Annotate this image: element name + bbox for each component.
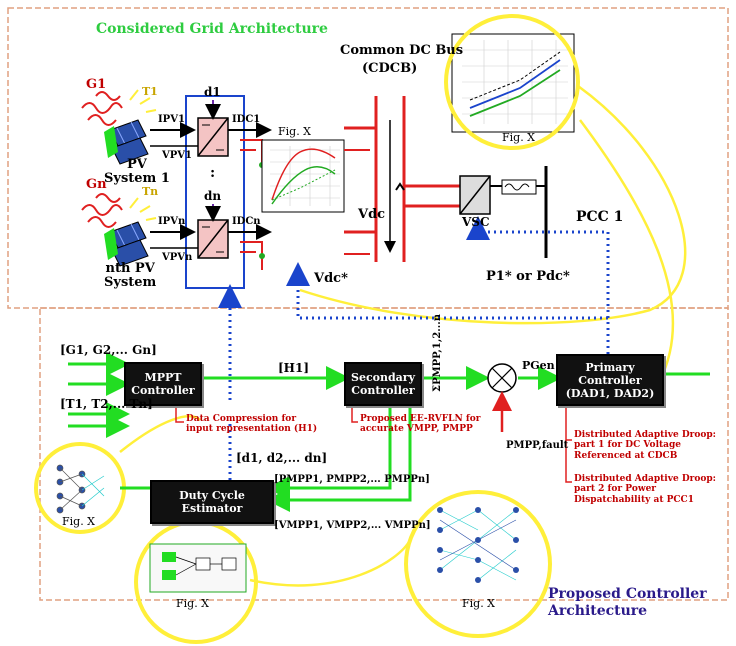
ellipsis-dots: : [210,165,216,181]
controller-architecture-title: Proposed Controller Architecture [548,586,707,619]
pv-panel-icon [104,221,149,267]
sun-ray-icon [129,89,157,221]
secondary-controller-label: Secondary Controller [351,371,415,397]
rvfln-note: Proposed EE-RVFLN for accurate VMPP, PMP… [360,414,481,435]
duty-label-1: d1 [204,85,221,99]
vsc-block [459,175,546,215]
temperature-label-n: Tn [142,185,159,198]
pmpp-list-label: [PMPP1, PMPP2,... PMPPn] [274,474,430,485]
controller-architecture-border [39,307,729,601]
sun-ray-icon [81,193,123,228]
pv-current-label-1: IPV1 [158,114,185,125]
dad-part2-note: Distributed Adaptive Droop: part 2 for P… [574,474,716,505]
dc-dc-converter-1 [197,117,229,157]
inset-pv-curve-chart [261,139,345,213]
figure-caption: Fig. X [176,597,210,610]
vmpp-list-label: [VMPP1, VMPP2,... VMPPn] [274,520,431,531]
inset-rvfln-network [437,507,519,583]
irradiance-label-1: G1 [86,77,107,92]
pv-panel-icon [104,119,149,165]
temperature-input-label: [T1, T2,... Tn] [60,397,153,411]
pv-system-1-label: PV System 1 [104,157,170,187]
dad-part1-note: Distributed Adaptive Droop: part 1 for D… [574,430,716,461]
pv-system-n-label: nth PV System [104,261,157,291]
vsc-label: VSC [462,215,490,229]
figure-caption: Fig. X [462,597,496,610]
pv-voltage-label-1: VPV1 [162,150,192,161]
mppt-controller-block: MPPT Controller [124,362,202,406]
cdcb-title: Common DC Bus [340,43,464,58]
pcc-label: PCC 1 [576,209,624,225]
primary-controller-block: Primary Controller (DAD1, DAD2) [556,354,664,406]
vdc-ref-label: Vdc* [314,271,348,286]
figure-caption: Fig. X [62,515,96,528]
duty-label-n: dn [204,189,222,203]
p-gen-label: PGen [522,359,555,372]
secondary-controller-block: Secondary Controller [344,362,422,406]
figure-caption: Fig. X [278,125,312,138]
inset-droop-chart [451,33,575,133]
highlight-circle [444,14,580,150]
figure-caption: Fig. X [502,131,536,144]
primary-controller-label: Primary Controller (DAD1, DAD2) [565,360,655,400]
irradiance-label-n: Gn [86,177,107,192]
power-ref-label: P1* or Pdc* [486,269,570,284]
mppt-controller-label: MPPT Controller [131,371,195,397]
dc-dc-converter-n [197,219,229,259]
cdcb-abbr: (CDCB) [362,61,418,76]
duty-cycle-estimator-block: Duty Cycle Estimator [150,480,274,524]
summing-junction [487,363,517,393]
pv-voltage-label-n: VPVn [162,252,193,263]
irradiance-input-label: [G1, G2,... Gn] [60,343,157,357]
dc-current-label-1: IDC1 [232,114,261,125]
dc-current-label-n: IDCn [232,216,261,227]
vdc-label: Vdc [358,207,386,222]
inset-estimator-block [149,543,247,593]
p-mpp-fault-label: PMPP,fault [506,440,569,451]
highlight-circle [404,490,552,638]
duty-cycle-estimator-label: Duty Cycle Estimator [179,489,245,515]
sun-ray-icon [81,91,123,126]
temperature-label-1: T1 [142,85,158,98]
duty-output-label: [d1, d2,... dn] [236,451,328,465]
h-signal-label: [H1] [278,361,310,375]
sum-pmpp-label: ΣPMPP,1,2...n [432,313,443,392]
grid-architecture-title: Considered Grid Architecture [96,21,328,37]
inset-network-diagram [56,464,105,514]
pv-current-label-n: IPVn [158,216,186,227]
data-compression-note: Data Compression for input representatio… [186,414,318,435]
pv-converter-box [185,95,245,289]
